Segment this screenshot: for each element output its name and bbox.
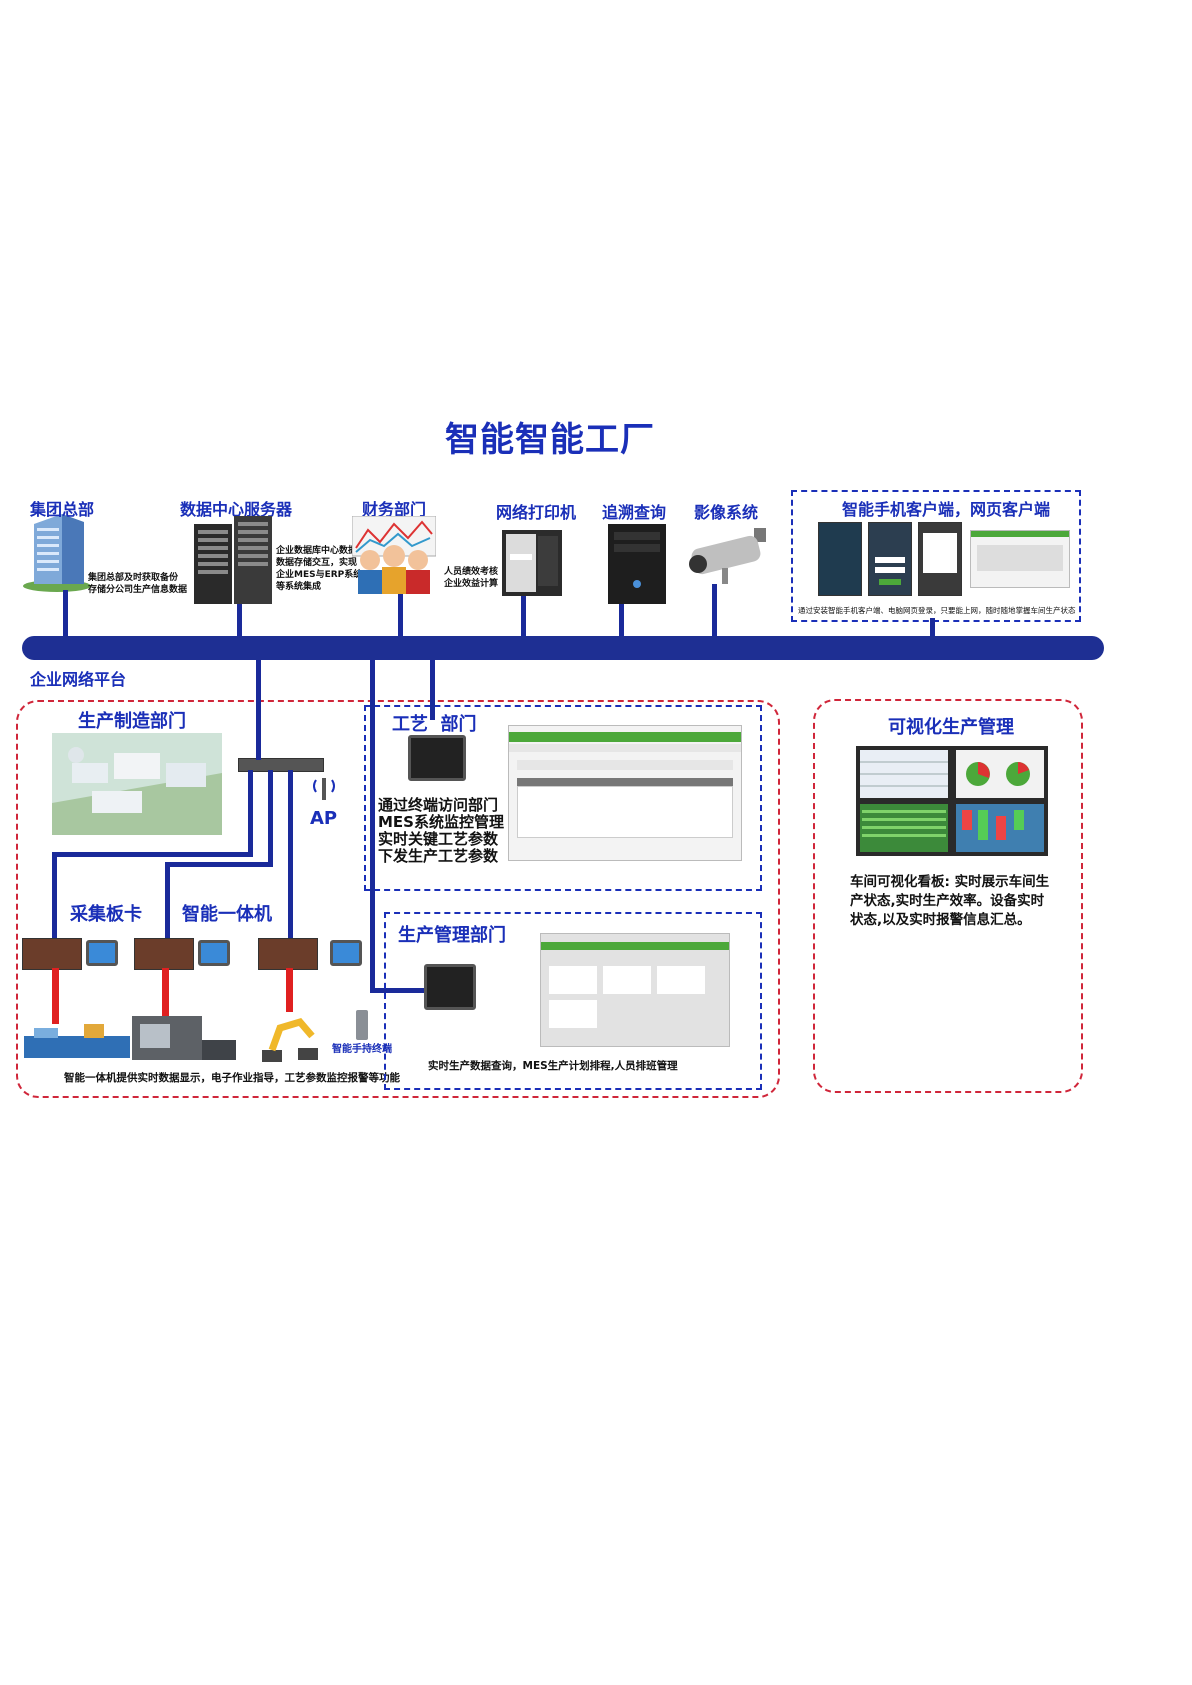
red-cable-1 (52, 968, 59, 1024)
finance-people-icon (351, 515, 437, 596)
cable-process (430, 660, 435, 720)
network-printer-label: 网络打印机 (496, 503, 577, 522)
phone-screen-3 (918, 522, 962, 596)
cable-v-a (52, 852, 57, 940)
data-center-note: 企业数据库中心数据 数据存储交互，实现 企业MES与ERP系统 等系统集成 (276, 546, 363, 592)
monitor-icon-1 (86, 940, 118, 966)
cable-switch-up (256, 660, 261, 760)
building-icon (22, 510, 92, 592)
process-dept-note: 通过终端访问部门 MES系统监控管理 实时关键工艺参数 下发生产工艺参数 (378, 796, 504, 865)
allinone-label: 智能一体机 (182, 904, 272, 925)
visual-mgmt-label: 可视化生产管理 (888, 717, 1014, 738)
connector-mobile-web (930, 618, 935, 638)
production-mgmt-note: 实时生产数据查询，MES生产计划排程,人员排班管理 (428, 1060, 678, 1072)
handheld-terminal-icon (356, 1010, 368, 1040)
printer-icon (500, 524, 564, 598)
red-cable-3 (286, 968, 293, 1012)
server-rack-icon (192, 514, 274, 606)
manufacturing-label: 生产制造部门 (78, 711, 186, 732)
cable-h-a (52, 852, 253, 857)
cable-production-mgmt (370, 660, 375, 990)
visual-mgmt-box (813, 699, 1083, 1093)
process-mes-screenshot (508, 725, 742, 861)
cnc-lathe-icon (132, 1012, 236, 1064)
dashboard-wall-image (856, 746, 1048, 856)
handheld-label: 智能手持终端 (332, 1044, 392, 1055)
data-center-label: 数据中心服务器 (180, 500, 293, 519)
connector-traceability (619, 604, 624, 638)
finance-label: 财务部门 (362, 500, 427, 519)
process-dept-label: 工艺 部门 (392, 714, 477, 735)
connector-data-center (237, 604, 242, 638)
camera-icon (684, 524, 774, 584)
production-mgmt-label: 生产管理部门 (398, 925, 506, 946)
factory-aerial-image (52, 733, 222, 835)
pc-tower-icon (608, 524, 666, 604)
web-client-screenshot (970, 530, 1070, 588)
production-mgmt-box (384, 912, 762, 1090)
manufacturing-box (16, 700, 780, 1098)
red-cable-2 (162, 968, 169, 1018)
cable-h-b (165, 862, 273, 867)
production-mes-screenshot (540, 933, 730, 1047)
enterprise-network-bus (22, 636, 1104, 660)
ap-antenna-icon (310, 772, 338, 802)
cable-production-mgmt-h (370, 988, 430, 993)
monitor-icon-2 (198, 940, 230, 966)
video-label: 影像系统 (694, 503, 759, 522)
phone-screen-2 (868, 522, 912, 596)
manufacturing-note: 智能一体机提供实时数据显示，电子作业指导，工艺参数监控报警等功能 (64, 1072, 400, 1084)
group-hq-label: 集团总部 (30, 500, 95, 519)
mobile-web-label: 智能手机客户端，网页客户端 (842, 500, 1051, 519)
production-pc-monitor-icon (424, 964, 476, 1010)
bus-label: 企业网络平台 (30, 670, 127, 689)
ap-label: AP (310, 808, 338, 829)
connector-video (712, 584, 717, 638)
cable-switch-down-c (288, 770, 293, 940)
diagram-title: 智能智能工厂 (445, 420, 655, 460)
process-dept-box (364, 705, 762, 891)
cable-switch-down-b (268, 770, 273, 864)
group-hq-note: 集团总部及时获取备份 存储分公司生产信息数据 (88, 573, 188, 595)
network-switch-icon (238, 758, 324, 772)
collector-board-3 (258, 938, 318, 970)
finance-note: 人员绩效考核 企业效益计算 (444, 567, 499, 589)
connector-group-hq (63, 590, 68, 638)
collector-board-1 (22, 938, 82, 970)
collector-label: 采集板卡 (70, 904, 142, 925)
traceability-label: 追溯查询 (602, 503, 667, 522)
monitor-icon-3 (330, 940, 362, 966)
visual-mgmt-note: 车间可视化看板: 实时展示车间生 产状态,实时生产效率。设备实时 状态,以及实时… (850, 874, 1050, 928)
injection-machine-icon (24, 1020, 130, 1062)
cable-switch-down-a (248, 770, 253, 854)
process-pc-monitor-icon (408, 735, 466, 781)
cable-v-b (165, 862, 170, 940)
robot-arm-icon (254, 1014, 326, 1064)
connector-finance (398, 594, 403, 638)
mobile-web-client-box (791, 490, 1081, 622)
phone-screen-1 (818, 522, 862, 596)
mobile-web-note: 通过安装智能手机客户端、电脑网页登录，只要能上网，随时随地掌握车间生产状态 (798, 606, 1076, 615)
collector-board-2 (134, 938, 194, 970)
connector-printer (521, 596, 526, 638)
